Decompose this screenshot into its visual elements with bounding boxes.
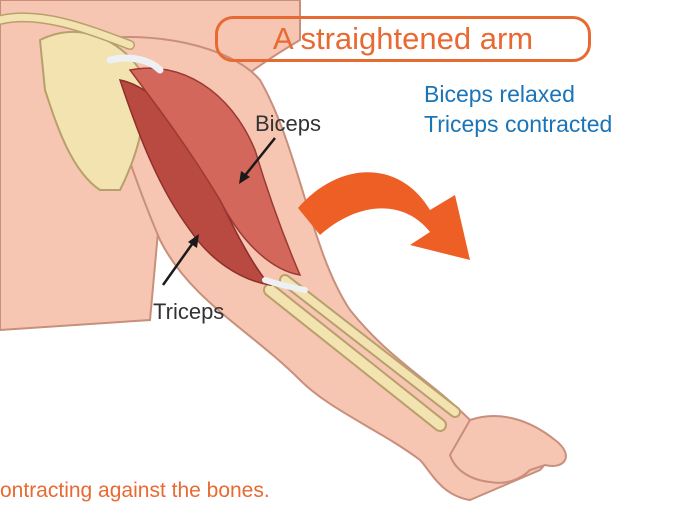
muscle-status: Biceps relaxed Triceps contracted bbox=[424, 79, 612, 139]
hand bbox=[450, 416, 566, 483]
biceps-status: Biceps relaxed bbox=[424, 79, 612, 109]
title: A straightened arm bbox=[273, 21, 533, 56]
triceps-label: Triceps bbox=[153, 299, 224, 325]
caption: ontracting against the bones. bbox=[0, 478, 270, 504]
biceps-label: Biceps bbox=[255, 111, 321, 137]
triceps-status: Triceps contracted bbox=[424, 109, 612, 139]
curved-arrow-down-icon bbox=[298, 172, 470, 260]
title-box: A straightened arm bbox=[215, 16, 591, 62]
